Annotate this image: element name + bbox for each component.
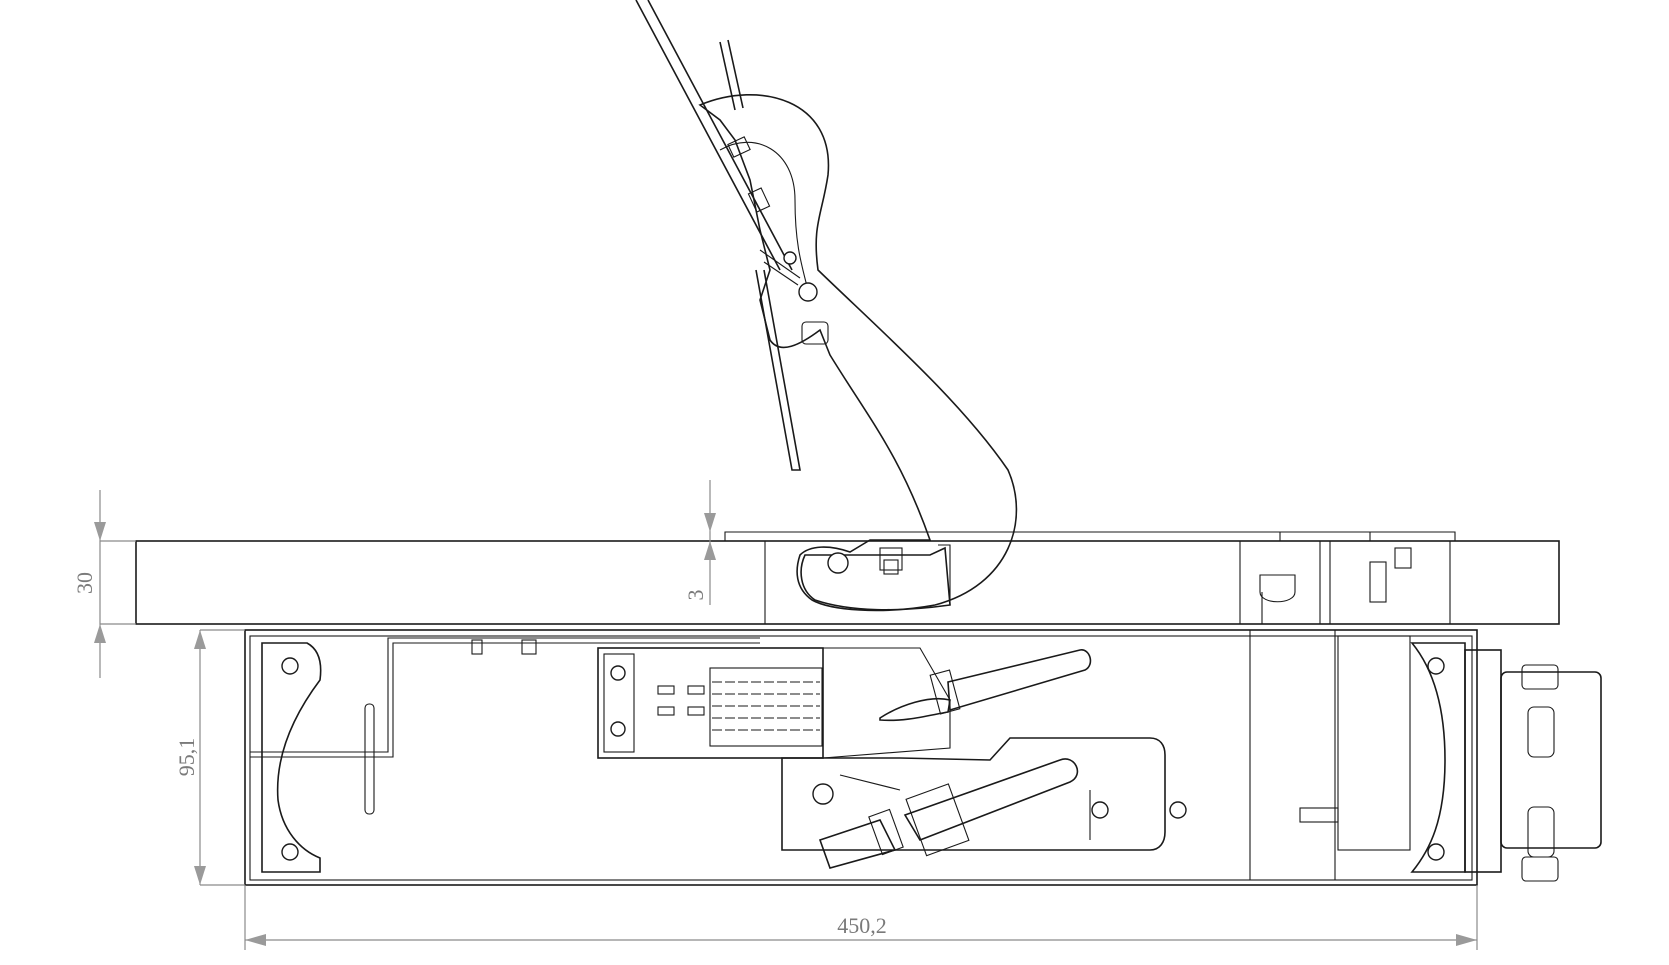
dim-label-95-1: 95,1: [174, 738, 199, 777]
top-plate: [135, 531, 1560, 625]
cable-gland: [1464, 649, 1602, 882]
dimension-box-height: 95,1: [174, 629, 245, 886]
box-body: [244, 629, 1478, 886]
dimension-width: 450,2: [244, 885, 1478, 950]
dimension-gap: 3: [683, 480, 716, 605]
hook-handle: [635, 0, 1018, 612]
splice-tray: [597, 647, 951, 759]
dim-label-3: 3: [683, 590, 708, 601]
dimension-lid-height: 30: [72, 490, 136, 678]
lid-details: [800, 544, 1412, 624]
connector-plate: [781, 649, 1187, 869]
dim-label-30: 30: [72, 572, 97, 594]
dim-label-450-2: 450,2: [837, 913, 887, 938]
